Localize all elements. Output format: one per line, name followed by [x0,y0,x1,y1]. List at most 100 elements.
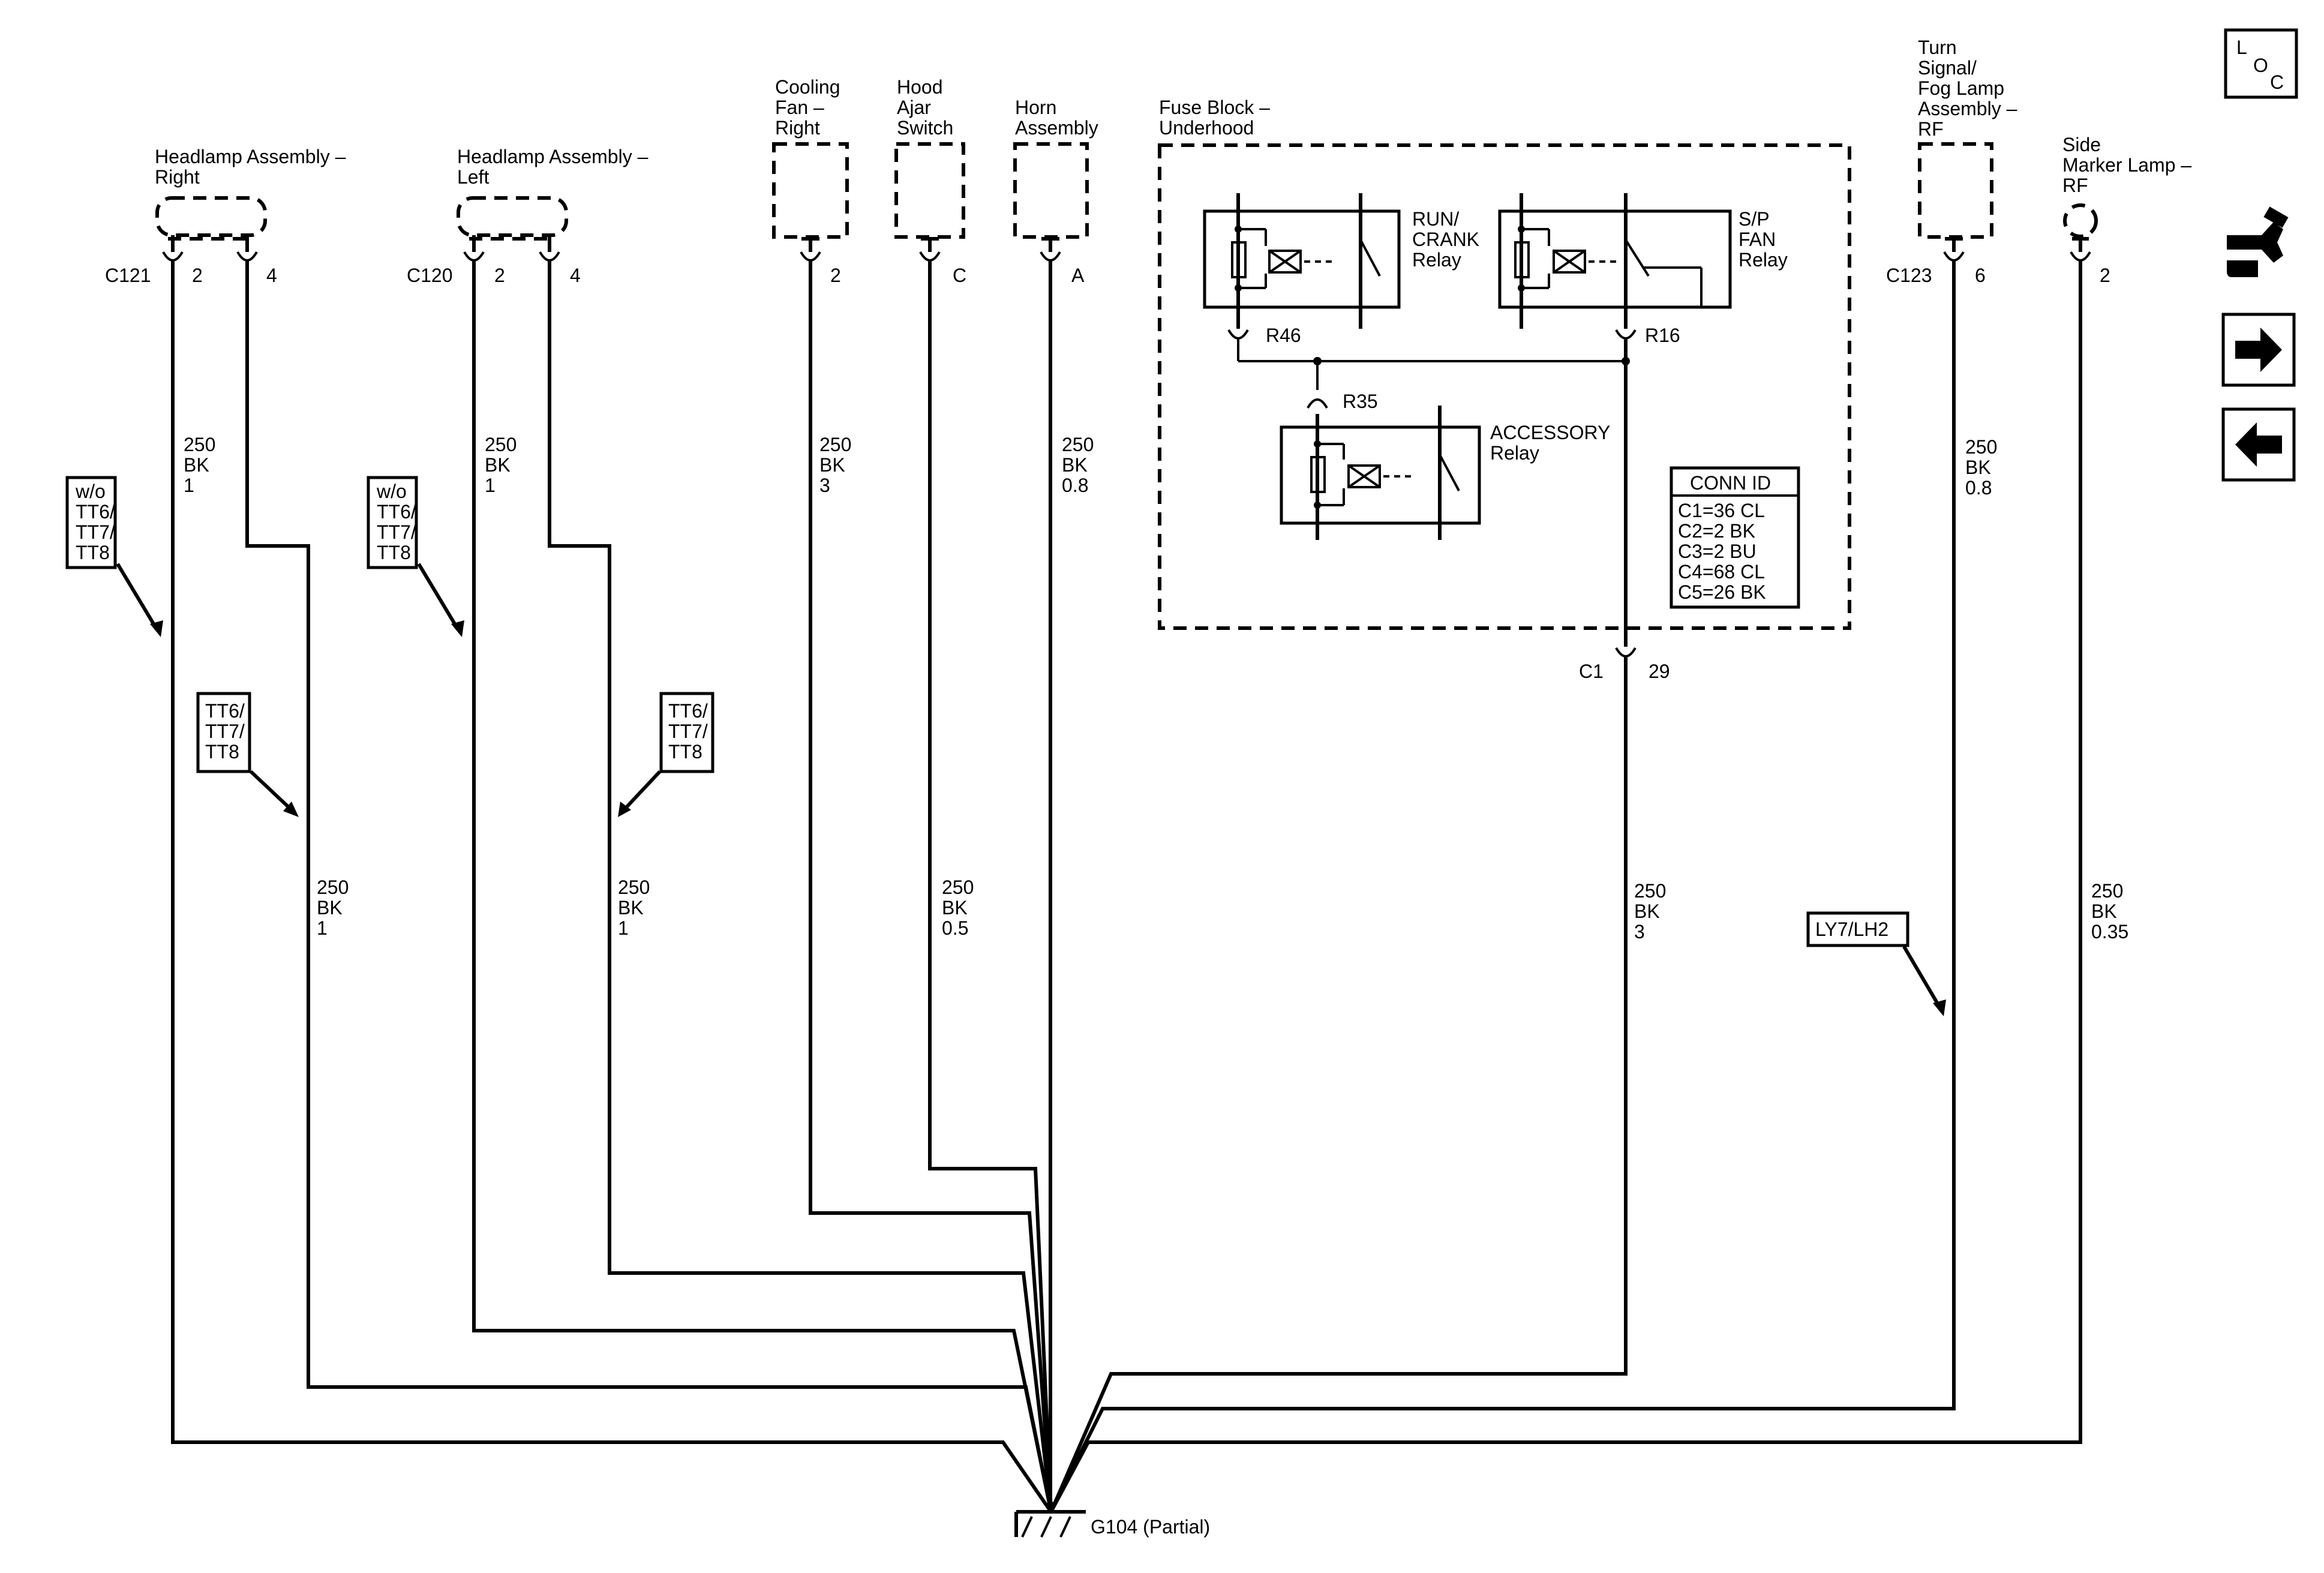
label-headlamp-right: Headlamp Assembly – Right [155,146,346,188]
svg-text:CRANK: CRANK [1412,229,1479,250]
wire-spec-sm: 250 BK 0.35 [2091,880,2128,942]
option-box-wo-2: w/o TT6/ TT7/ TT8 [367,476,464,637]
svg-text:Relay: Relay [1490,442,1539,464]
horn-connector [1013,142,1089,262]
accessory-relay [1280,406,1481,540]
svg-text:BK: BK [1062,454,1088,476]
svg-text:3: 3 [819,475,830,496]
svg-text:CONN ID: CONN ID [1690,472,1771,494]
svg-text:Signal/: Signal/ [1918,57,1977,79]
svg-text:0.8: 0.8 [1062,475,1088,496]
option-box-ly7: LY7/LH2 [1806,911,1946,1016]
pin-label: 2 [2100,265,2110,286]
fuse-block-outline [1158,143,1851,630]
ground-symbol [1014,1502,1086,1538]
svg-text:250: 250 [317,876,349,898]
c1-connector [1615,647,1637,658]
pin-label: 4 [570,265,581,286]
svg-text:Relay: Relay [1739,249,1788,271]
label-side-marker: Side Marker Lamp – RF [2062,134,2191,196]
label-hood-ajar: Hood Ajar Switch [897,76,953,139]
wire-spec-ts: 250 BK 0.8 [1965,436,1997,499]
svg-text:0.8: 0.8 [1965,477,1992,499]
relay-label-sp-fan: S/P FAN Relay [1739,208,1788,271]
svg-text:TT7/: TT7/ [668,721,708,742]
svg-text:BK: BK [942,897,968,918]
connector-r35: R35 [1343,391,1378,412]
svg-text:Underhood: Underhood [1159,117,1254,139]
pin-label: 2 [494,265,505,286]
svg-text:ACCESSORY: ACCESSORY [1490,422,1610,443]
svg-text:250: 250 [1634,880,1666,902]
svg-text:TT8: TT8 [668,741,702,763]
connector-c121: C121 [105,265,151,286]
svg-text:Assembly: Assembly [1015,117,1098,139]
svg-text:250: 250 [942,876,974,898]
wire-spec-hl2: 250 BK 1 [618,876,650,939]
svg-text:1: 1 [184,475,194,496]
svg-text:250: 250 [2091,880,2123,902]
svg-text:Fog Lamp: Fog Lamp [1918,77,2004,99]
connector-r46: R46 [1266,325,1301,346]
svg-text:TT8: TT8 [377,542,411,563]
connector-c123: C123 [1886,265,1932,286]
wire-spec-hr1: 250 BK 1 [184,434,215,496]
wire-spec-c1: 250 BK 3 [1634,880,1666,942]
headlamp-left-connector [457,196,568,262]
svg-text:TT7/: TT7/ [377,521,416,543]
pin-label: 29 [1649,661,1670,682]
svg-text:Left: Left [457,166,489,188]
svg-text:Ajar: Ajar [897,97,931,118]
svg-text:TT7/: TT7/ [205,721,245,742]
svg-text:w/o: w/o [376,481,407,502]
svg-text:C4=68 CL: C4=68 CL [1678,561,1765,583]
turn-signal-connector [1918,142,1993,262]
svg-text:Marker Lamp –: Marker Lamp – [2062,154,2191,176]
svg-text:Horn: Horn [1015,97,1056,118]
svg-text:BK: BK [618,897,644,918]
svg-text:1: 1 [618,917,629,939]
svg-text:250: 250 [819,434,851,455]
arrow-left-icon[interactable] [2221,407,2296,482]
svg-text:LY7/LH2: LY7/LH2 [1815,918,1888,940]
svg-text:BK: BK [1634,900,1660,922]
svg-text:L: L [2236,37,2247,58]
diagnostic-connector-icon[interactable] [2227,206,2289,277]
svg-text:Turn: Turn [1918,37,1957,58]
loc-icon[interactable]: L O C [2224,28,2298,99]
side-marker-connector [2063,203,2098,262]
pin-label: C [953,265,966,286]
wire-spec-ha: 250 BK 0.5 [942,876,974,939]
wire-spec-hr2: 250 BK 1 [317,876,349,939]
connector-r16: R16 [1645,325,1680,346]
pin-label: 4 [266,265,277,286]
pin-label: 2 [830,265,841,286]
arrow-right-icon[interactable] [2221,313,2296,387]
svg-text:Cooling: Cooling [775,76,840,98]
conn-id-table: CONN ID C1=36 CL C2=2 BK C3=2 BU C4=68 C… [1670,466,1800,609]
svg-text:C2=2 BK: C2=2 BK [1678,520,1755,542]
svg-text:C3=2 BU: C3=2 BU [1678,541,1756,562]
wire-spec-horn: 250 BK 0.8 [1062,434,1094,496]
svg-text:TT6/: TT6/ [377,501,416,523]
wire-spec-hl1: 250 BK 1 [485,434,517,496]
option-box-tt-1: TT6/ TT7/ TT8 [196,692,299,817]
pin-label: 2 [192,265,203,286]
svg-text:BK: BK [184,454,209,476]
svg-text:0.5: 0.5 [942,917,968,939]
svg-text:1: 1 [317,917,328,939]
option-box-wo-1: w/o TT6/ TT7/ TT8 [65,476,163,637]
run-crank-relay [1203,193,1401,329]
svg-text:1: 1 [485,475,496,496]
option-box-tt-2: TT6/ TT7/ TT8 [618,692,714,817]
relay-label-accessory: ACCESSORY Relay [1490,422,1610,464]
wire-spec-cf: 250 BK 3 [819,434,851,496]
svg-text:Right: Right [155,166,200,188]
svg-text:Switch: Switch [897,117,953,139]
svg-text:Right: Right [775,117,820,139]
svg-text:BK: BK [819,454,845,476]
svg-text:FAN: FAN [1739,229,1776,250]
svg-text:TT6/: TT6/ [668,700,708,722]
connector-c1: C1 [1579,661,1604,682]
